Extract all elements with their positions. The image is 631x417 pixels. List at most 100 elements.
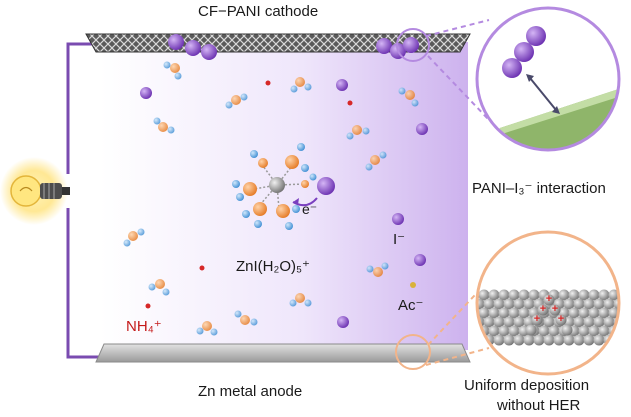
zinc-complex	[232, 143, 335, 230]
zn-lattice-atom	[588, 289, 600, 301]
lightbulb-icon	[0, 157, 70, 225]
zn-lattice-atom	[493, 316, 505, 328]
zn-lattice-atom	[568, 289, 580, 301]
zn-lattice-atom	[483, 298, 495, 310]
zn-lattice-atom	[533, 334, 545, 346]
positive-charge-mark: +	[540, 303, 546, 315]
zn-lattice-atom	[568, 307, 580, 319]
zn-deposit-atom	[549, 304, 561, 316]
external-wire	[66, 42, 104, 359]
zn-lattice-atom	[573, 334, 585, 346]
triiodide-on-cathode-left	[168, 34, 217, 60]
zn-lattice-atom	[578, 325, 590, 337]
zn-lattice-atom	[538, 325, 550, 337]
zn-lattice-atom	[493, 298, 505, 310]
zn-lattice-atom	[498, 289, 510, 301]
zn-lattice-atom	[483, 316, 495, 328]
zn-lattice-atom	[513, 298, 525, 310]
zn-deposit-atom	[525, 324, 537, 336]
positive-charge-mark: +	[534, 313, 540, 325]
zn-lattice-atom	[518, 289, 530, 301]
zn-lattice-atom	[503, 298, 515, 310]
zn-lattice-atom	[598, 325, 610, 337]
zn-lattice-atom	[598, 289, 610, 301]
positive-charge-mark: +	[558, 313, 564, 325]
zn-lattice-atom	[583, 316, 595, 328]
zn-lattice-atom	[603, 298, 615, 310]
zn-lattice-atom	[598, 307, 610, 319]
zn-lattice-atom	[477, 334, 485, 346]
zn-lattice-atom	[543, 334, 555, 346]
zn-lattice-atom	[583, 298, 595, 310]
zn-lattice-atom	[583, 334, 595, 346]
zn-lattice-atom	[553, 334, 565, 346]
iodide-ions	[140, 79, 428, 328]
zn-lattice-atom	[477, 325, 480, 337]
zn-lattice-atom	[588, 325, 600, 337]
zn-lattice-atom	[503, 334, 515, 346]
zn-lattice-atom	[578, 307, 590, 319]
zn-anode	[95, 343, 471, 363]
pani-iodine-inset	[475, 6, 621, 152]
anode-label: Zn metal anode	[198, 383, 303, 400]
zn-lattice-atom	[523, 298, 535, 310]
zn-lattice-atom	[613, 334, 619, 346]
zn-lattice-atom	[513, 334, 525, 346]
zn-lattice-atom	[478, 307, 490, 319]
zn-lattice-atom	[528, 289, 540, 301]
complex-label: ZnI(H₂O)₅⁺	[236, 258, 310, 275]
zn-lattice-atom	[593, 316, 605, 328]
zn-lattice-atom	[508, 289, 520, 301]
zn-lattice-atom	[593, 334, 605, 346]
zn-lattice-atom	[488, 325, 500, 337]
zn-lattice-atom	[624, 299, 631, 310]
zn-lattice-atom	[563, 298, 575, 310]
iodide-label: I⁻	[393, 231, 406, 248]
anode-zoom-marker	[395, 334, 431, 370]
zn-lattice-atom	[578, 289, 590, 301]
zn-lattice-atom	[513, 316, 525, 328]
zn-lattice-atom	[523, 334, 535, 346]
zn-lattice-atom	[573, 298, 585, 310]
ammonium-ions	[145, 80, 353, 309]
uniform-deposition-label: Uniform deposition	[464, 377, 590, 394]
zn-deposit-atom	[531, 314, 543, 326]
cathode-zoom-marker	[396, 28, 430, 62]
zn-lattice-atom	[618, 325, 619, 337]
zn-deposit-atom	[537, 304, 549, 316]
positive-charge-mark: +	[546, 293, 552, 305]
zn-lattice-atom	[548, 325, 560, 337]
zn-deposit-atom	[555, 314, 567, 326]
zn-lattice-atom	[593, 298, 605, 310]
uniform-deposition-inset: +++++	[475, 230, 631, 376]
zn-lattice-atom	[603, 316, 615, 328]
zn-lattice-atom	[498, 325, 510, 337]
acetate-ions	[410, 282, 416, 288]
zn-lattice-atom	[508, 307, 520, 319]
zn-lattice-atom	[573, 316, 585, 328]
zn-deposit-atom	[561, 324, 573, 336]
zn-lattice-atom	[493, 334, 505, 346]
ammonium-label: NH₄⁺	[126, 318, 162, 335]
zn-lattice-atom	[503, 316, 515, 328]
zn-lattice-atom	[508, 325, 520, 337]
acetate-label: Ac⁻	[398, 297, 424, 314]
without-her-label: without HER	[497, 397, 581, 414]
interaction-label: PANI–I₃⁻ interaction	[472, 180, 606, 197]
zn-lattice-atom	[518, 307, 530, 319]
electron-label: e⁻	[302, 201, 318, 217]
zn-lattice-atom	[543, 316, 555, 328]
zn-lattice-atom	[488, 289, 500, 301]
zn-lattice-atom	[558, 289, 570, 301]
zn-lattice-atom	[624, 335, 631, 346]
zn-lattice-atom	[478, 289, 490, 301]
positive-charge-mark: +	[552, 303, 558, 315]
zn-lattice-atom	[588, 307, 600, 319]
cathode-zoom-guide	[425, 19, 490, 121]
zn-deposit-atom	[543, 294, 555, 306]
zn-lattice-atom	[488, 307, 500, 319]
zn-lattice-atom	[477, 298, 485, 310]
zn-lattice-atom	[613, 298, 619, 310]
water-molecules	[123, 61, 419, 336]
